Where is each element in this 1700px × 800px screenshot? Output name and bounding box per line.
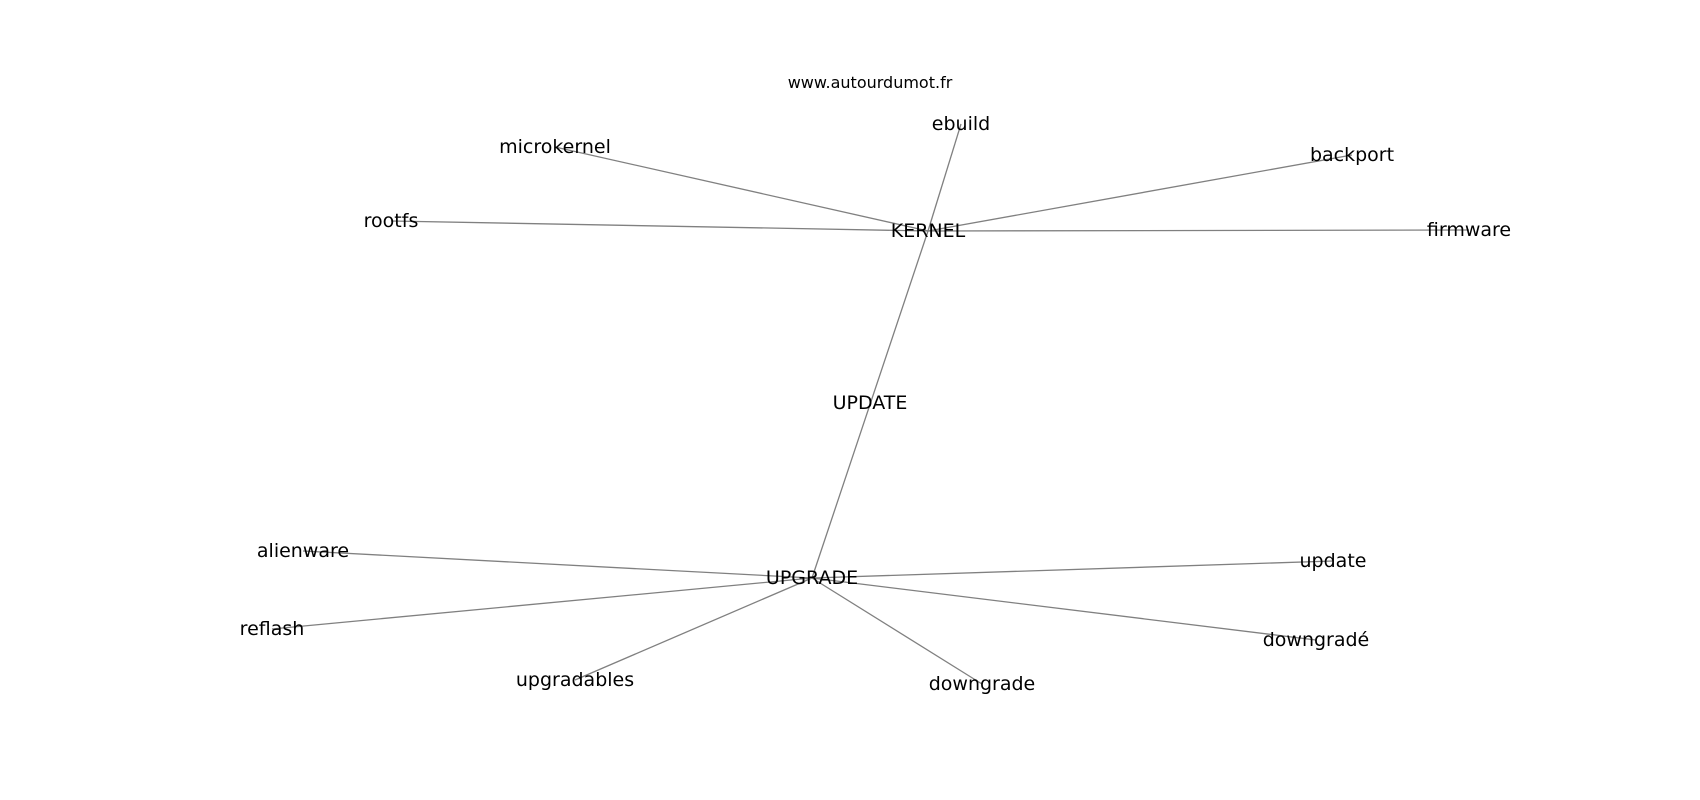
edge-upgrade-reflash [271, 577, 813, 630]
node-kernel: KERNEL [891, 220, 966, 242]
edge-kernel-upgrade [811, 230, 929, 579]
graph-edges [271, 123, 1470, 685]
graph-node-labels: KERNEL UPDATE UPGRADE ebuild microkernel back… [240, 113, 1511, 695]
node-alienware: alienware [257, 540, 349, 562]
node-downgrade: downgrade [929, 673, 1036, 695]
edge-upgrade-downgrade [811, 577, 983, 685]
source-credit: www.autourdumot.fr [788, 73, 953, 92]
edge-kernel-ebuild [927, 123, 962, 232]
node-upgrade: UPGRADE [766, 567, 858, 589]
edge-upgrade-downgrade-accent [811, 577, 1317, 641]
node-microkernel: microkernel [499, 136, 611, 158]
edge-upgrade-update [811, 560, 1334, 579]
edge-kernel-microkernel [554, 146, 929, 232]
edge-upgrade-upgradables [574, 577, 813, 681]
node-downgrade-accent: downgradé [1263, 629, 1370, 651]
edge-kernel-rootfs [390, 220, 929, 232]
node-backport: backport [1310, 144, 1394, 166]
node-update: update [1300, 550, 1367, 572]
node-firmware: firmware [1427, 219, 1511, 241]
edge-kernel-firmware [927, 229, 1470, 232]
node-reflash: reflash [240, 618, 305, 640]
node-rootfs: rootfs [364, 210, 419, 232]
edge-kernel-backport [927, 154, 1353, 232]
edge-upgrade-alienware [302, 550, 813, 579]
node-upgradables: upgradables [516, 669, 634, 691]
node-update-hub: UPDATE [833, 392, 908, 414]
node-ebuild: ebuild [932, 113, 990, 135]
